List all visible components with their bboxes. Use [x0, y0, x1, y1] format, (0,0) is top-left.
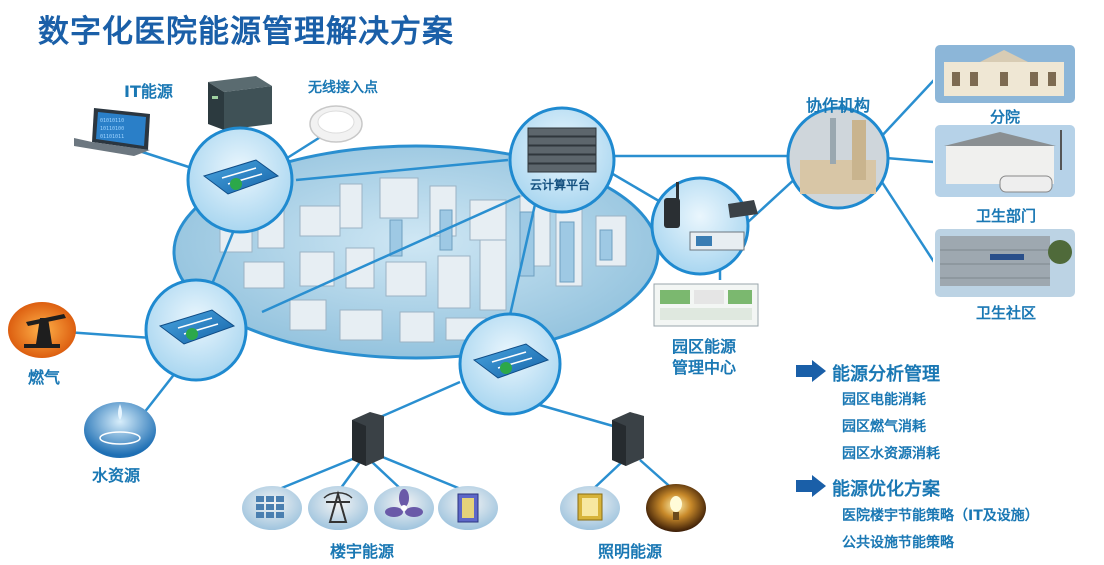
svg-text:01010110: 01010110 — [100, 118, 124, 124]
svg-text:10110100: 10110100 — [100, 126, 124, 132]
light-bulb-icon — [646, 484, 706, 532]
lamp-panel-icon — [560, 486, 620, 530]
health-dept-label: 卫生部门 — [976, 207, 1037, 225]
health-community-photo — [933, 227, 1077, 299]
branch-hospital-photo — [933, 43, 1077, 105]
wireless-ap-icon — [309, 105, 363, 143]
power-tower-icon — [308, 486, 368, 530]
communication-hub — [650, 176, 758, 276]
it-monitor-icon: 01010110 10110100 01101011 — [74, 108, 150, 156]
building-energy-label: 楼宇能源 — [330, 542, 395, 561]
legend-heading-analysis: 能源分析管理 — [832, 364, 940, 385]
legend-item: 园区水资源消耗 — [842, 446, 940, 462]
water-label: 水资源 — [92, 466, 141, 485]
water-icon — [84, 402, 156, 458]
legend-arrow-icon — [796, 475, 826, 497]
cloud-platform-label: 云计算平台 — [530, 178, 591, 192]
server-box-icon — [208, 76, 272, 130]
gas-label: 燃气 — [28, 368, 61, 387]
page-title: 数字化医院能源管理解决方案 — [38, 14, 454, 50]
legend-item: 医院楼宇节能策略（IT及设施） — [842, 508, 1039, 524]
building-controller-icon — [352, 412, 384, 466]
campus-center-label-line2: 管理中心 — [672, 358, 737, 377]
collaboration-label: 协作机构 — [806, 96, 871, 115]
campus-center-label-line1: 园区能源 — [672, 337, 737, 356]
svg-text:01101011: 01101011 — [100, 134, 124, 140]
wireless-ap-label: 无线接入点 — [308, 80, 378, 96]
gas-icon — [8, 302, 76, 358]
it-energy-label: IT能源 — [124, 82, 173, 101]
fan-icon — [374, 486, 434, 530]
network-hub-top — [186, 126, 294, 234]
lighting-energy-label: 照明能源 — [598, 542, 663, 561]
legend-item: 公共设施节能策略 — [842, 535, 954, 551]
legend-arrow-icon — [796, 360, 826, 382]
legend-item: 园区电能消耗 — [842, 392, 926, 408]
legend-item: 园区燃气消耗 — [842, 419, 926, 435]
hvac-panel-icon — [242, 486, 302, 530]
dashboard-screen — [653, 283, 759, 327]
collaboration-hub — [786, 106, 890, 210]
network-hub-left — [144, 278, 248, 382]
legend-heading-optimization: 能源优化方案 — [832, 479, 940, 500]
health-dept-photo — [933, 123, 1077, 199]
branch-hospital-label: 分院 — [990, 108, 1021, 126]
health-community-label: 卫生社区 — [976, 304, 1037, 322]
lighting-controller-icon — [612, 412, 644, 466]
door-panel-icon — [438, 486, 498, 530]
cloud-platform-hub — [508, 106, 616, 214]
network-hub-bottom — [458, 312, 562, 416]
